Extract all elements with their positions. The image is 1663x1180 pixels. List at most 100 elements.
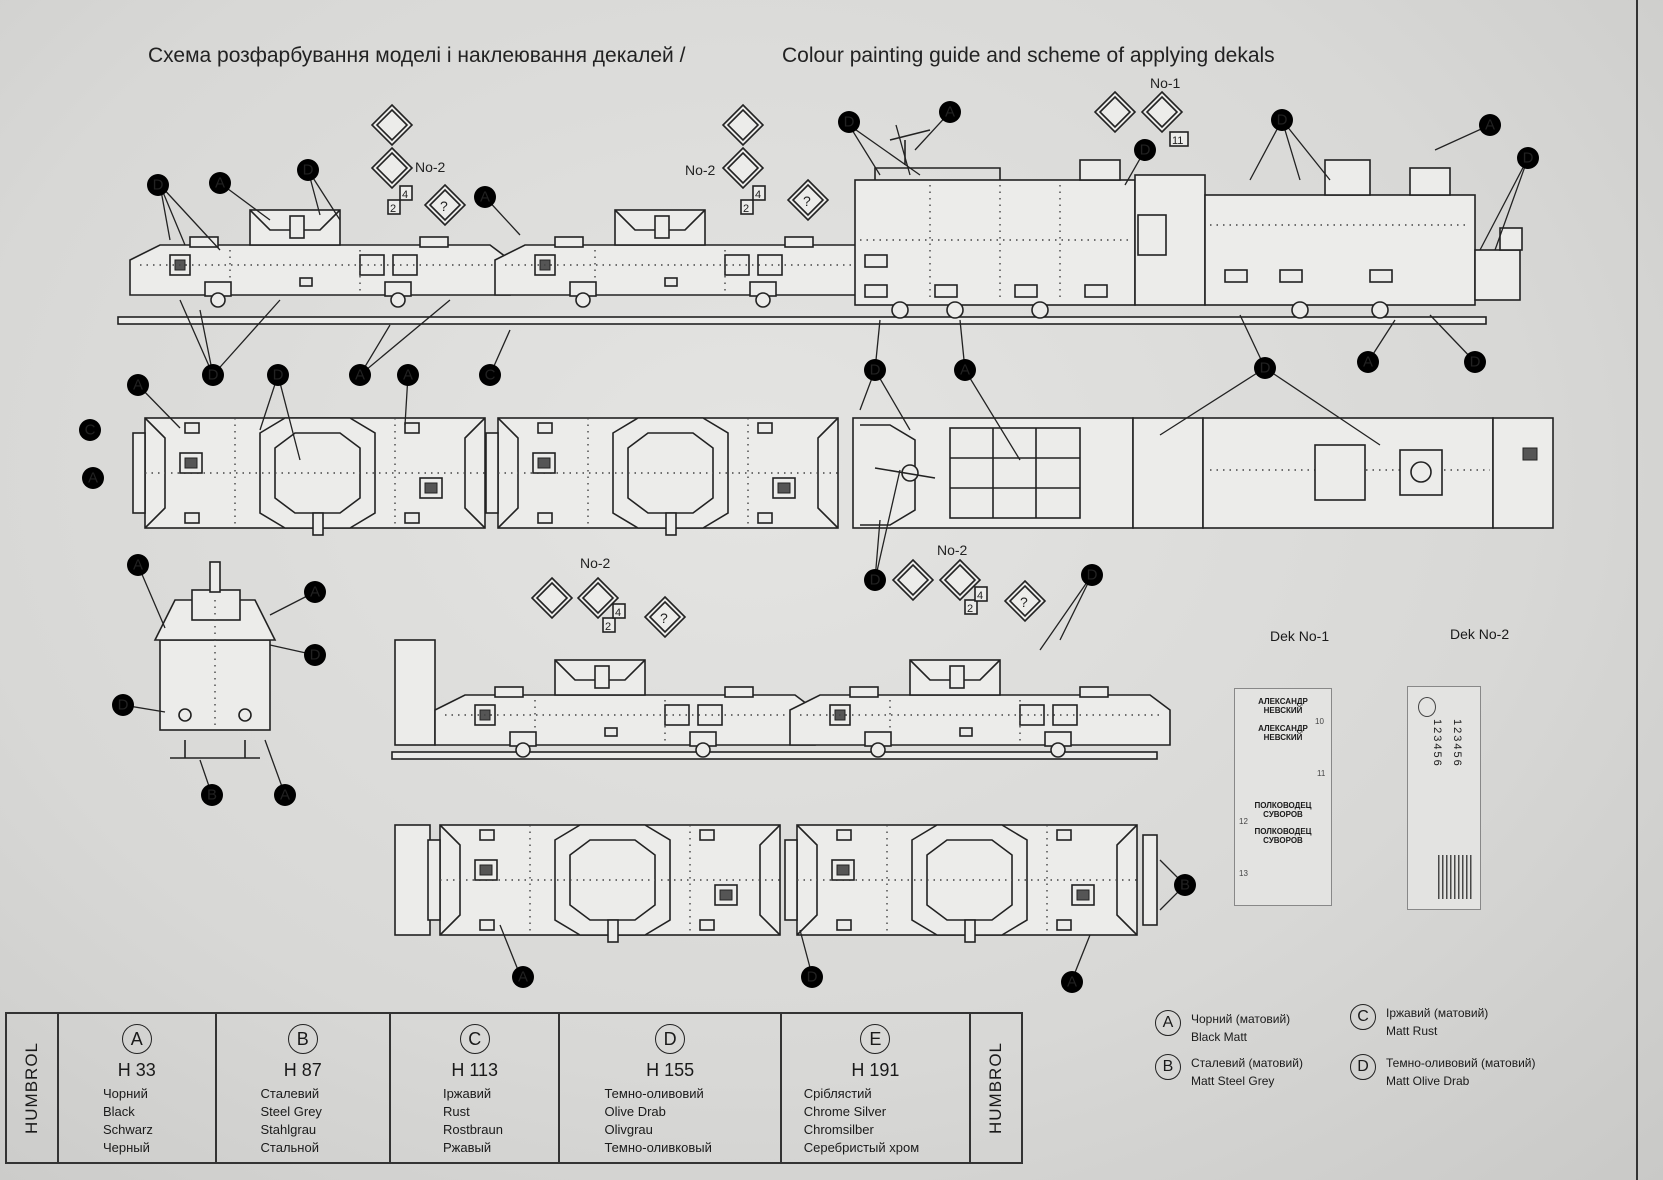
- callout-d: D: [1254, 357, 1276, 379]
- armored-car-side-3: [434, 659, 816, 758]
- svg-text:D: D: [844, 114, 855, 131]
- svg-text:4: 4: [755, 189, 761, 201]
- svg-text:A: A: [215, 175, 225, 192]
- svg-text:D: D: [870, 572, 881, 589]
- svg-text:2: 2: [390, 203, 396, 215]
- paint-name-ru: Темно-оливковый: [604, 1140, 712, 1155]
- callout-a: A: [127, 374, 149, 396]
- svg-text:?: ?: [803, 193, 811, 209]
- callout-b: B: [1174, 874, 1196, 896]
- svg-text:A: A: [518, 969, 528, 986]
- svg-text:A: A: [355, 367, 365, 384]
- callout-d: D: [1464, 351, 1486, 373]
- callout-d: D: [297, 159, 319, 181]
- decal-number-row: 123456: [1431, 719, 1443, 768]
- callout-d: D: [864, 359, 886, 381]
- svg-text:No-1: No-1: [1150, 75, 1181, 91]
- callout-d: D: [864, 569, 886, 591]
- callout-d: D: [267, 364, 289, 386]
- svg-text:B: B: [207, 787, 217, 804]
- svg-text:2: 2: [743, 203, 749, 215]
- armored-car-plan-3: [427, 824, 781, 943]
- svg-text:A: A: [133, 377, 143, 394]
- svg-text:A: A: [480, 189, 490, 206]
- callout-a: A: [474, 186, 496, 208]
- decal-number-row: 123456: [1451, 719, 1463, 768]
- title-english: Colour painting guide and scheme of appl…: [782, 44, 1275, 67]
- callout-c: C: [79, 419, 101, 441]
- callout-a: A: [274, 784, 296, 806]
- svg-text:A: A: [1067, 974, 1077, 991]
- paint-name-en: Black: [103, 1104, 135, 1119]
- callout-a: A: [349, 364, 371, 386]
- svg-text:C: C: [485, 367, 496, 384]
- callout-d: D: [304, 644, 326, 666]
- paint-letter: E: [860, 1024, 891, 1054]
- decal-text: АЛЕКСАНДР НЕВСКИЙ: [1258, 724, 1308, 742]
- svg-text:A: A: [280, 787, 290, 804]
- callout-d: D: [801, 966, 823, 988]
- decal-text: ПОЛКОВОДЕЦ СУВОРОВ: [1254, 827, 1312, 845]
- callout-c: C: [479, 364, 501, 386]
- paint-letter: C: [459, 1024, 490, 1054]
- callout-a: A: [512, 966, 534, 988]
- svg-text:A: A: [403, 367, 413, 384]
- locomotive-side: [854, 129, 1523, 319]
- decal-sheet-2: 123456 123456: [1407, 686, 1481, 910]
- svg-text:No-2: No-2: [580, 555, 611, 571]
- decal-sheet-1-title: Dek No-1: [1270, 628, 1330, 644]
- svg-text:4: 4: [402, 189, 408, 201]
- paint-name-ua: Сталевий: [260, 1086, 320, 1101]
- callout-a: A: [1061, 971, 1083, 993]
- callout-d: D: [1271, 109, 1293, 131]
- brand-label-right: HUMBROL: [971, 1014, 1023, 1162]
- paint-name-de: Olivgrau: [604, 1122, 653, 1137]
- svg-text:B: B: [1180, 877, 1190, 894]
- paint-name-de: Stahlgrau: [260, 1122, 317, 1137]
- svg-text:A: A: [945, 104, 955, 121]
- decal-number: 11: [1317, 769, 1326, 778]
- paint-name-ua: Іржавий: [442, 1086, 492, 1101]
- svg-text:A: A: [960, 362, 970, 379]
- callouts: D A D D A C A D A D D A D D A D D A A D …: [79, 101, 1539, 993]
- top-plan-view: [132, 417, 1554, 536]
- paint-name-en: Chrome Silver: [803, 1104, 887, 1119]
- paint-code: H 155: [646, 1060, 695, 1080]
- svg-text:D: D: [273, 367, 284, 384]
- svg-text:?: ?: [440, 198, 448, 214]
- callout-a: A: [1357, 351, 1379, 373]
- paint-name-ru: Черный: [103, 1140, 150, 1155]
- svg-text:D: D: [153, 177, 164, 194]
- svg-text:A: A: [1485, 117, 1495, 134]
- armored-car-plan-4: [784, 824, 1138, 943]
- decal-text: ПОЛКОВОДЕЦ СУВОРОВ: [1254, 801, 1312, 819]
- callout-d: D: [147, 174, 169, 196]
- callout-d: D: [1517, 147, 1539, 169]
- callout-leaders: [122, 111, 1529, 981]
- paint-letter: D: [655, 1024, 686, 1054]
- svg-text:D: D: [1523, 150, 1534, 167]
- paint-code: H 113: [451, 1060, 499, 1080]
- svg-text:4: 4: [977, 590, 983, 602]
- svg-text:11: 11: [1172, 135, 1183, 147]
- paint-name-ua: Сріблястий: [803, 1086, 872, 1101]
- paint-name-de: Chromsilber: [803, 1122, 874, 1137]
- armored-car-plan-1: [132, 417, 486, 536]
- paint-name-ua: Темно-оливовий: [604, 1086, 704, 1101]
- callout-b: B: [201, 784, 223, 806]
- decal-sheet-1: АЛЕКСАНДР НЕВСКИЙ АЛЕКСАНДР НЕВСКИЙ ПОЛК…: [1234, 688, 1332, 906]
- svg-text:D: D: [208, 367, 219, 384]
- paint-name-ru: Стальной: [260, 1140, 319, 1155]
- decal-number: 13: [1239, 869, 1248, 878]
- callout-a: A: [939, 101, 961, 123]
- paint-name-ru: Ржавый: [442, 1140, 492, 1155]
- svg-text:A: A: [88, 470, 98, 487]
- svg-text:D: D: [1470, 354, 1481, 371]
- svg-text:D: D: [310, 647, 321, 664]
